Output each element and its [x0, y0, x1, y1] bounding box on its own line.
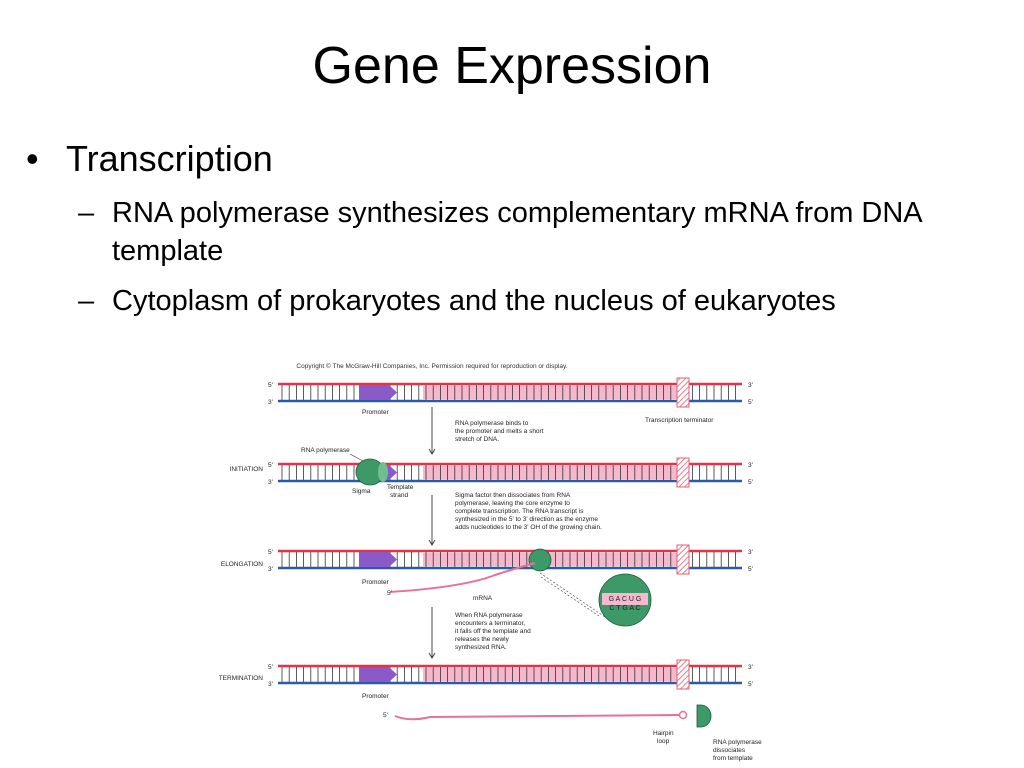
released-mrna — [394, 714, 681, 721]
mrna-label: mRNA — [473, 595, 493, 602]
sub-bullet-text: Cytoplasm of prokaryotes and the nucleus… — [112, 285, 836, 317]
dissociates-label: RNA polymerase — [713, 739, 762, 746]
sigma-factor — [378, 462, 388, 482]
dissociates-label: from template — [713, 755, 753, 762]
caption-step-3: When RNA polymerase — [455, 612, 523, 619]
terminator-block — [676, 457, 690, 488]
stage-label-initiation: INITIATION — [230, 466, 264, 473]
step-arrow-head — [428, 539, 436, 546]
three-prime-label: 3' — [268, 479, 273, 486]
three-prime-label: 3' — [268, 399, 273, 406]
zoom-pair-band — [602, 593, 648, 605]
hairpin-loop-label: Hairpin — [653, 730, 674, 737]
template-strand-label: Template — [387, 484, 414, 491]
promoter-arrow — [359, 667, 397, 682]
caption-step-2: polymerase, leaving the core enzyme to — [455, 500, 570, 507]
five-prime-label: 5' — [268, 462, 273, 469]
caption-step-3: it falls off the template and — [455, 628, 531, 635]
three-prime-label: 3' — [748, 549, 753, 556]
slide-title: Gene Expression — [312, 37, 712, 95]
five-prime-label: 5' — [748, 479, 753, 486]
five-prime-label: 5' — [383, 712, 388, 719]
leader-line — [349, 453, 364, 462]
five-prime-label: 5' — [748, 681, 753, 688]
promoter-label: Promoter — [362, 579, 390, 586]
copyright-notice: Copyright © The McGraw-Hill Companies, I… — [296, 362, 567, 370]
rna-polymerase-label: RNA polymerase — [301, 447, 350, 454]
figure-extras: INITIATIONELONGATIONTERMINATIONPromoterP… — [219, 407, 762, 762]
template-strand-label: strand — [390, 492, 408, 499]
terminator-label: Transcription terminator — [645, 417, 714, 424]
promoter-label: Promoter — [362, 693, 390, 700]
stage-label-termination: TERMINATION — [219, 675, 264, 682]
hairpin-loop-label: loop — [657, 738, 670, 745]
five-prime-label: 5' — [387, 590, 392, 597]
caption-step-1: stretch of DNA. — [455, 436, 499, 443]
caption-step-2: adds nucleotides to the 3' OH of the gro… — [455, 524, 602, 531]
transcribed-region — [423, 466, 677, 479]
dissociates-label: dissociates — [713, 747, 746, 754]
five-prime-label: 5' — [748, 566, 753, 573]
mrna-strand — [389, 562, 536, 593]
caption-step-1: RNA polymerase binds to — [455, 420, 529, 427]
caption-step-2: complete transcription. The RNA transcri… — [455, 508, 584, 515]
caption-step-1: the promoter and melts a short — [455, 428, 544, 435]
promoter-arrow — [359, 385, 397, 400]
sigma-label: Sigma — [352, 488, 371, 495]
dash-glyph: – — [78, 285, 95, 317]
three-prime-label: 3' — [268, 566, 273, 573]
five-prime-label: 5' — [268, 549, 273, 556]
dissociated-polymerase — [696, 704, 712, 728]
zoom-rna-bases: G A C U G — [609, 596, 642, 603]
five-prime-label: 5' — [268, 382, 273, 389]
terminator-block — [676, 659, 690, 690]
promoter-label: Promoter — [362, 409, 390, 416]
five-prime-label: 5' — [748, 399, 753, 406]
dash-glyph: – — [78, 197, 95, 229]
five-prime-label: 5' — [268, 664, 273, 671]
sub-bullet-text: RNA polymerase synthesizes complementary… — [112, 197, 922, 267]
three-prime-label: 3' — [748, 382, 753, 389]
bullet-glyph: • — [26, 138, 39, 179]
caption-step-2: synthesized in the 5' to 3' direction as… — [455, 516, 598, 523]
zoom-line — [539, 572, 606, 618]
caption-step-3: synthesized RNA. — [455, 644, 507, 651]
promoter-arrow — [359, 552, 397, 567]
caption-step-3: releases the newly — [455, 636, 510, 643]
bullet-text: Transcription — [66, 138, 273, 179]
hairpin-loop — [678, 710, 688, 720]
dna-row: 5' 3' 3' 5' — [268, 377, 753, 408]
step-arrow-head — [428, 652, 436, 659]
transcribed-region — [423, 668, 677, 681]
three-prime-label: 3' — [748, 462, 753, 469]
zoom-line — [540, 576, 600, 617]
zoom-dna-bases: C T G A C — [609, 605, 640, 612]
three-prime-label: 3' — [268, 681, 273, 688]
step-arrow-head — [428, 448, 436, 455]
three-prime-label: 3' — [748, 664, 753, 671]
caption-step-3: encounters a terminator, — [455, 620, 525, 627]
terminator-block — [676, 544, 690, 575]
transcribed-region — [423, 386, 677, 399]
dna-rows: 5' 3' 3' 5' 5' 3' 3' 5' 5' 3' 3' 5' 5' 3' 3' 5' — [268, 377, 753, 690]
terminator-block — [676, 377, 690, 408]
rna-polymerase-elongation — [528, 548, 552, 572]
dna-row: 5' 3' 3' 5' — [268, 457, 753, 488]
dna-row: 5' 3' 3' 5' — [268, 659, 753, 690]
caption-step-2: Sigma factor then dissociates from RNA — [455, 492, 571, 499]
transcription-figure: Copyright © The McGraw-Hill Companies, I… — [219, 362, 762, 762]
stage-label-elongation: ELONGATION — [221, 561, 263, 568]
